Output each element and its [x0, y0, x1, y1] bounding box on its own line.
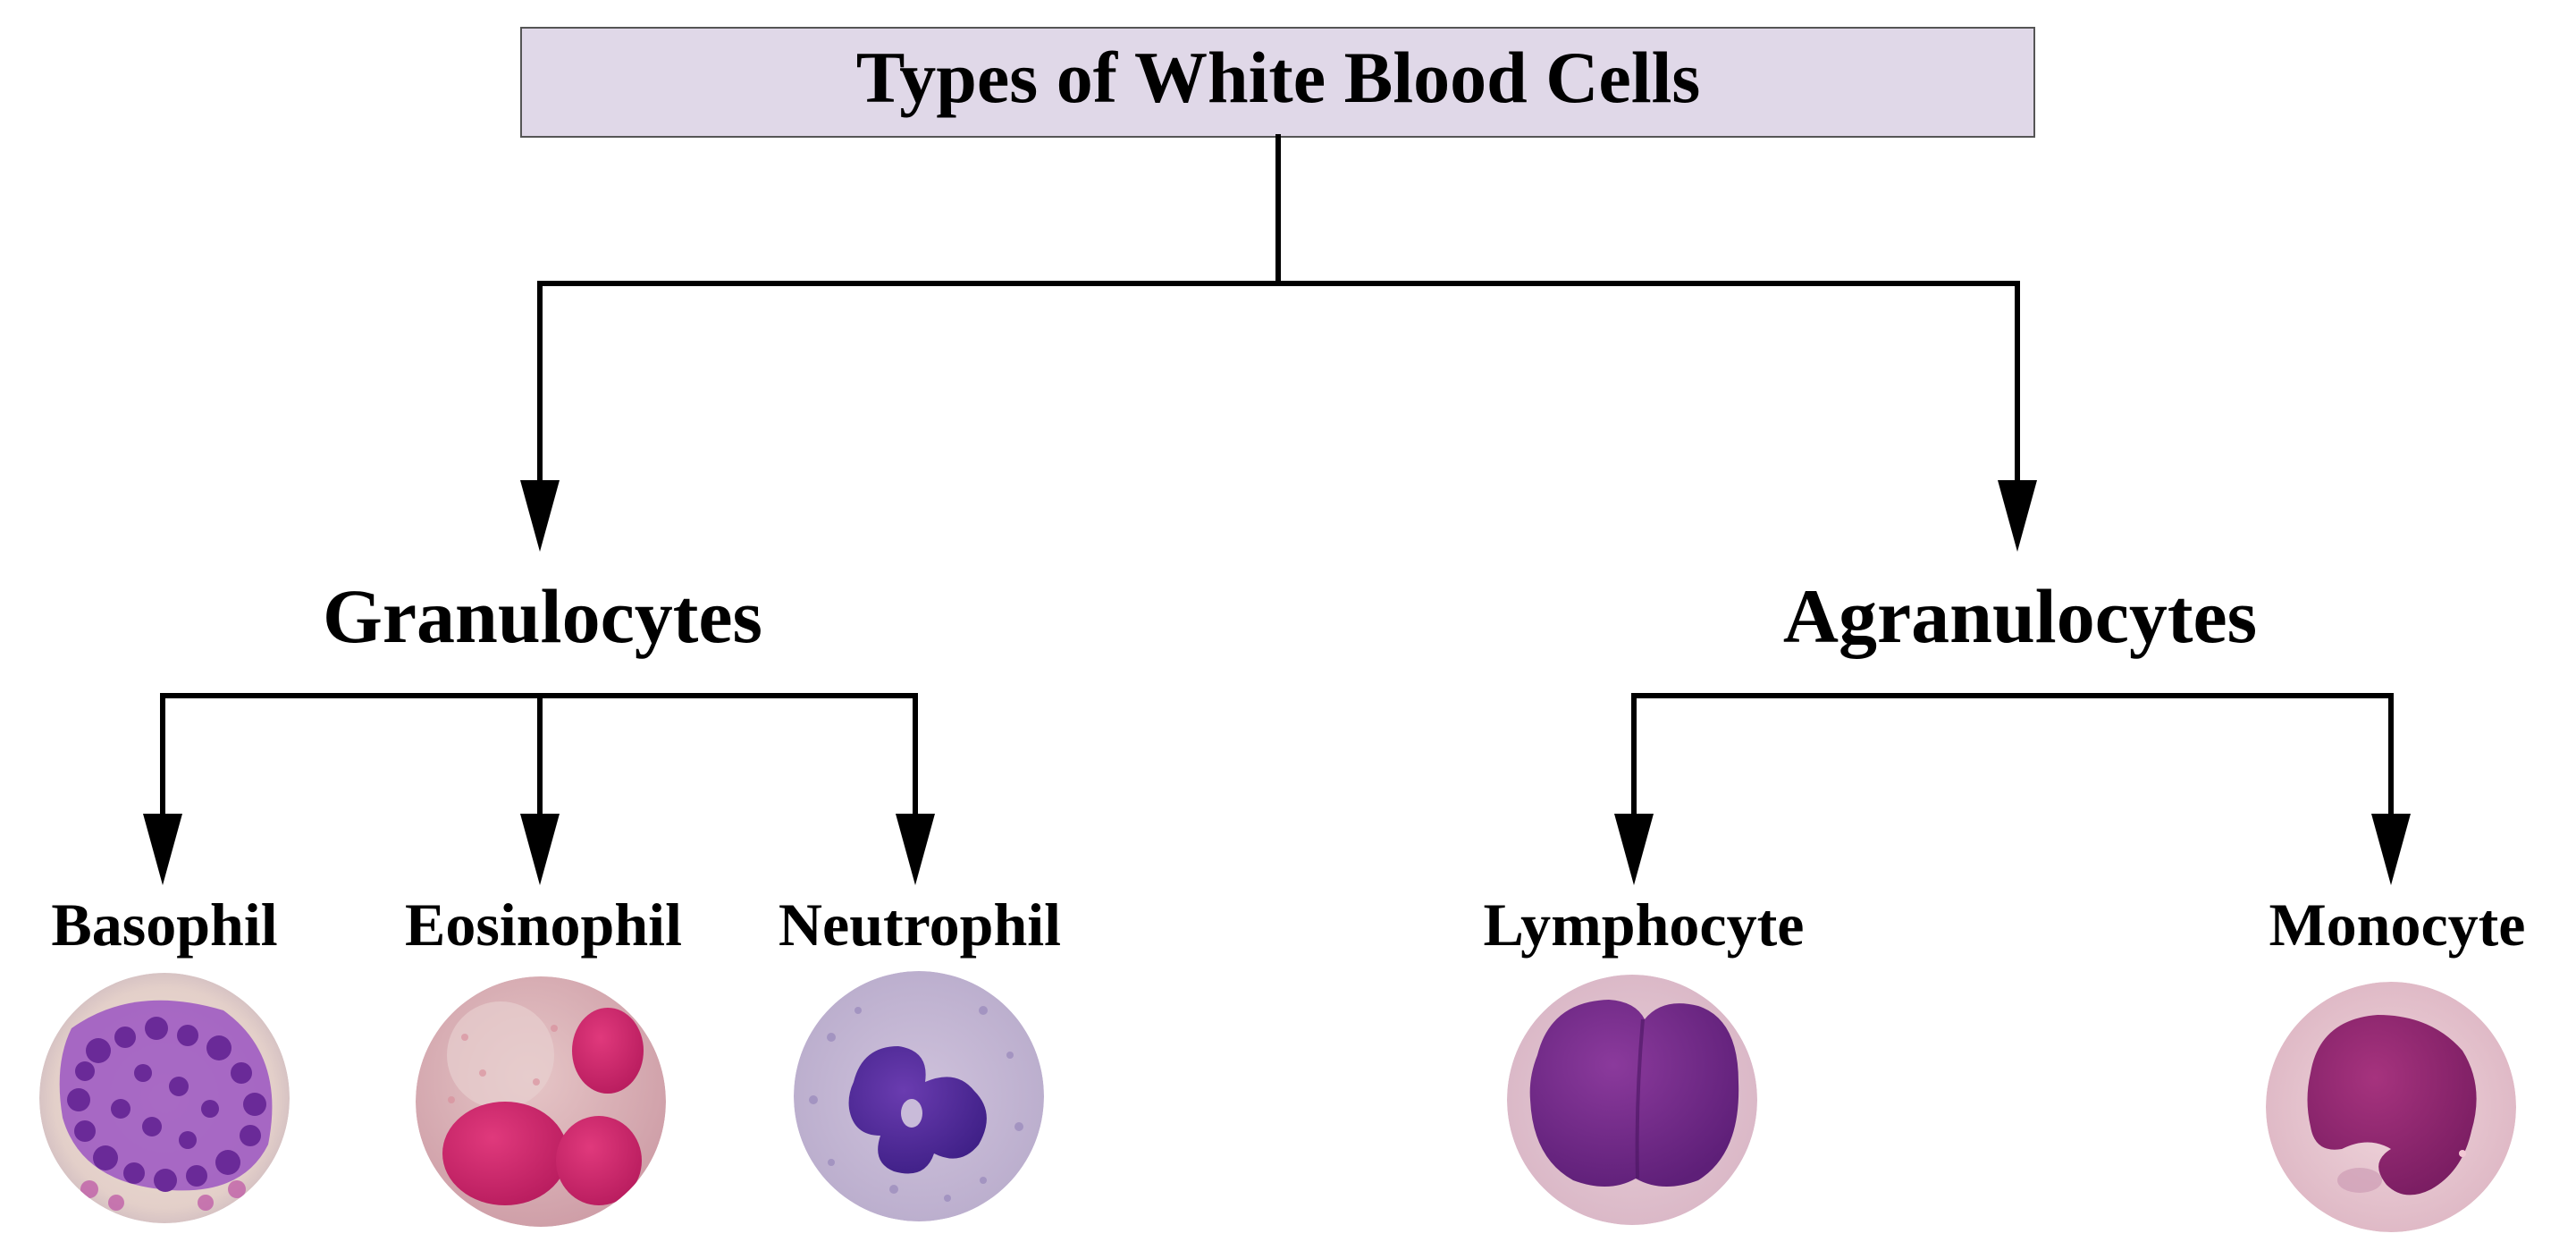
- lymphocyte-label: Lymphocyte: [1484, 891, 1805, 959]
- monocyte-label: Monocyte: [2269, 891, 2525, 959]
- neutrophil-micrograph: [794, 971, 1044, 1221]
- monocyte-micrograph: [2266, 982, 2516, 1232]
- lymphocyte-micrograph: [1507, 975, 1757, 1225]
- eosinophil-label: Eosinophil: [405, 891, 682, 959]
- neutrophil-label: Neutrophil: [779, 891, 1061, 959]
- agranulocytes-label: Agranulocytes: [1783, 573, 2257, 659]
- diagram-title: Types of White Blood Cells: [856, 37, 1701, 118]
- granulocytes-label: Granulocytes: [323, 573, 762, 659]
- agranulocytes-arrowhead: [1998, 480, 2037, 552]
- title-node: Types of White Blood Cells: [520, 27, 2035, 138]
- basophil-arrowhead: [143, 814, 182, 885]
- monocyte-arrowhead: [2371, 814, 2411, 885]
- lymphocyte-arrowhead: [1614, 814, 1654, 885]
- arrowheads: [143, 480, 2411, 885]
- title-box: [520, 27, 2035, 138]
- basophil-micrograph: [39, 973, 290, 1223]
- basophil-label: Basophil: [51, 891, 277, 959]
- eosinophil-micrograph: [416, 976, 666, 1227]
- granulocytes-arrowhead: [520, 480, 560, 552]
- neutrophil-arrowhead: [896, 814, 935, 885]
- connectors: [160, 134, 2394, 825]
- eosinophil-arrowhead: [520, 814, 560, 885]
